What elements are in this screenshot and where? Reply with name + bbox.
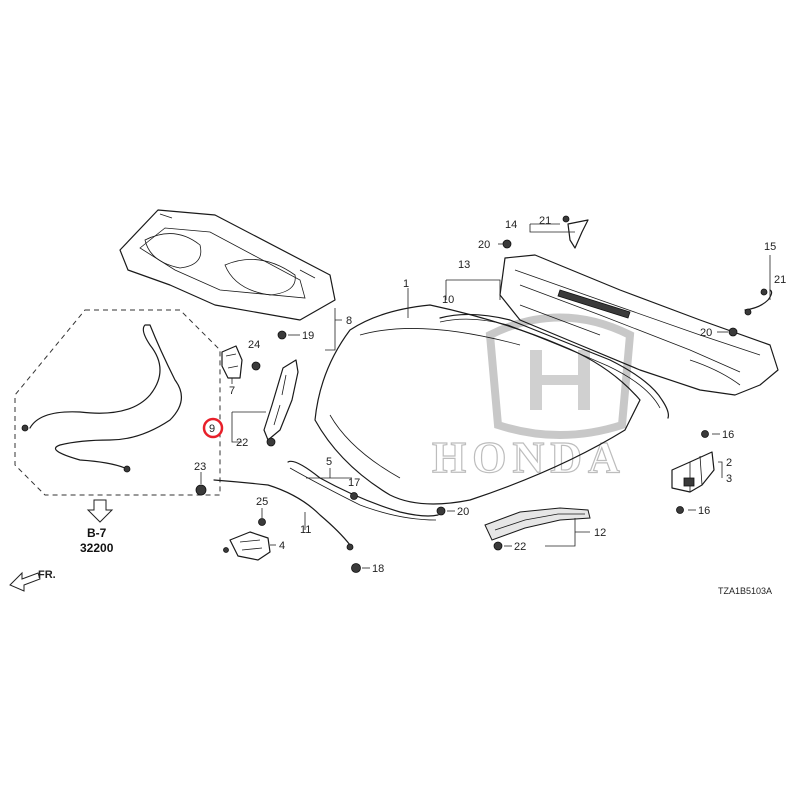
- leader-12: [545, 518, 590, 547]
- honda-wordmark: HONDA: [432, 433, 626, 482]
- hood-insulator: [119, 209, 336, 321]
- callout-18: 18: [372, 563, 384, 575]
- reference-part-number: 32200: [80, 541, 114, 555]
- callout-17: 17: [348, 477, 360, 489]
- hood-bumper-18: [351, 563, 361, 573]
- bolt-16-bottom: [676, 506, 684, 514]
- hood-front-strip-5: [287, 460, 439, 521]
- leader-8: [325, 308, 342, 351]
- leader-13: [445, 279, 501, 300]
- front-direction-label: FR.: [38, 569, 56, 581]
- clip-20-right: [728, 327, 738, 337]
- nut-22-right: [493, 541, 503, 551]
- hood-seal-9: [263, 359, 299, 441]
- hood-stay-holder-7: [221, 345, 243, 379]
- callout-14: 14: [505, 219, 517, 231]
- callout-13: 13: [458, 259, 470, 271]
- callout-7: 7: [229, 385, 235, 397]
- callout-2: 2: [726, 457, 732, 469]
- bolt-24: [251, 361, 261, 371]
- callout-12: 12: [594, 527, 606, 539]
- hood-support-rod-11: [213, 479, 354, 551]
- diagram-code: TZA1B5103A: [718, 586, 772, 596]
- radiator-seal-12: [484, 507, 591, 541]
- callout-19: 19: [302, 330, 314, 342]
- callout-5: 5: [326, 456, 332, 468]
- nut-22-left: [266, 437, 276, 447]
- hood-opener-cable-15: [744, 288, 773, 316]
- callout-8: 8: [346, 315, 352, 327]
- bolt-25: [258, 518, 266, 526]
- reference-section: B-7: [87, 526, 107, 540]
- leader-9: [231, 411, 266, 443]
- cowl-seal-10: [439, 313, 669, 419]
- callout-1: 1: [403, 278, 409, 290]
- callout-20-top: 20: [478, 239, 490, 251]
- leader-5: [306, 468, 352, 479]
- callout-10: 10: [442, 294, 454, 306]
- callout-16-top: 16: [722, 429, 734, 441]
- callout-24: 24: [248, 339, 260, 351]
- callout-20-right: 20: [700, 327, 712, 339]
- honda-logo-watermark: HONDA: [431, 313, 635, 483]
- callout-23: 23: [194, 461, 206, 473]
- leader-14: [529, 223, 575, 233]
- callout-22-left: 22: [236, 437, 248, 449]
- cowl-top-cover-13: [499, 254, 779, 396]
- hood-panel: [314, 304, 641, 505]
- grommet-23: [195, 484, 207, 496]
- callout-21-right: 21: [774, 274, 786, 286]
- callout-21-top: 21: [539, 215, 551, 227]
- callout-22-right: 22: [514, 541, 526, 553]
- hood-release-cable-box: [14, 309, 221, 496]
- leader-2-3: [718, 461, 723, 478]
- callout-9: 9: [209, 423, 215, 435]
- clip-20-top: [502, 239, 512, 249]
- hood-hinge-2-3: [671, 451, 715, 493]
- clip-20-bottom: [436, 506, 446, 516]
- callout-4: 4: [279, 540, 285, 552]
- hood-latch-4: [223, 531, 271, 561]
- callout-20-bottom: 20: [457, 506, 469, 518]
- callout-3: 3: [726, 473, 732, 485]
- reference-arrow: [86, 499, 114, 523]
- callout-9-highlight: 9: [202, 417, 224, 439]
- clip-19: [277, 330, 300, 340]
- hood-bumper-17: [350, 492, 358, 500]
- bolt-16-top: [701, 430, 709, 438]
- callout-16-bottom: 16: [698, 505, 710, 517]
- callout-25: 25: [256, 496, 268, 508]
- callout-11: 11: [300, 524, 311, 536]
- front-direction-arrow: FR.: [9, 569, 56, 592]
- callout-15: 15: [764, 241, 776, 253]
- cowl-side-cover-14: [562, 215, 589, 249]
